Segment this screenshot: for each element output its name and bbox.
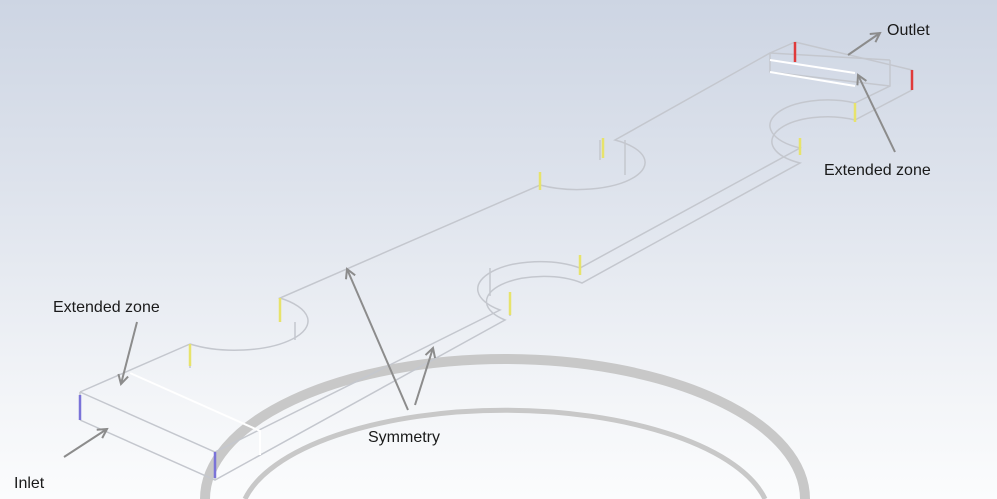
front-notch-walls bbox=[489, 268, 511, 316]
boundary-markers bbox=[78, 42, 914, 478]
inlet-arrow bbox=[63, 429, 107, 458]
channel-top-outline bbox=[79, 41, 913, 481]
extended-zone-left-arrow bbox=[121, 321, 138, 384]
extended-zone-left-label: Extended zone bbox=[53, 299, 160, 316]
inner-ring bbox=[242, 407, 768, 499]
extended-zone-right-arrow bbox=[858, 75, 896, 153]
callout-arrows bbox=[63, 33, 896, 458]
symmetry-label: Symmetry bbox=[368, 429, 440, 446]
inlet-label: Inlet bbox=[14, 475, 45, 492]
symmetry-arrow-front bbox=[414, 348, 433, 406]
bottom-back-edge bbox=[79, 89, 913, 481]
inlet-box-edges bbox=[79, 372, 261, 480]
top-front-edge bbox=[79, 60, 891, 453]
outlet-arrow bbox=[847, 33, 880, 56]
symmetry-arrow-back bbox=[347, 269, 409, 411]
top-back-edge bbox=[79, 52, 891, 393]
extended-zone-right-label: Extended zone bbox=[824, 162, 931, 179]
outlet-label: Outlet bbox=[887, 22, 930, 39]
watermark-rings bbox=[200, 354, 810, 499]
left-extended-zone bbox=[129, 372, 261, 455]
right-extended-zone bbox=[769, 59, 856, 87]
outer-ring bbox=[200, 354, 810, 499]
extended-zone-outlines bbox=[129, 59, 856, 455]
mid-notch-walls bbox=[539, 140, 626, 189]
